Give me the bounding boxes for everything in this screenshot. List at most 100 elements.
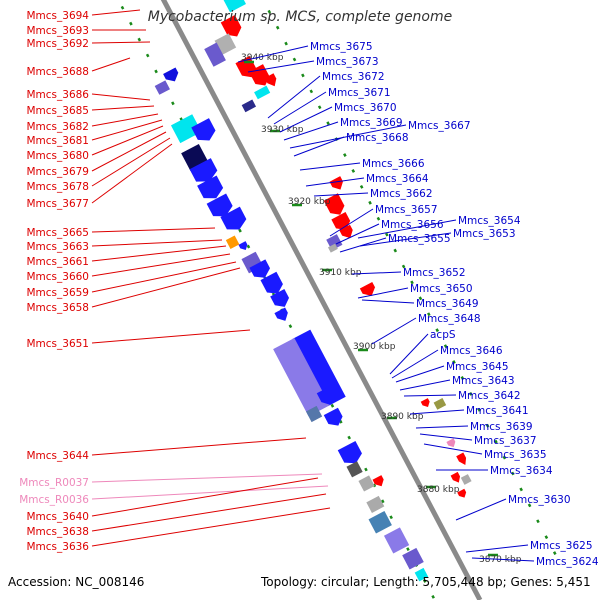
gene-feature-24 — [339, 224, 353, 239]
forward-leader-line — [289, 124, 407, 149]
forward-gene-label: Mmcs_3639 — [470, 421, 533, 433]
forward-leader-line — [313, 192, 369, 197]
reverse-leader-line — [91, 41, 151, 44]
reverse-gene-label: Mmcs_3665 — [26, 227, 89, 239]
gene-feature-9 — [241, 99, 257, 113]
gene-feature-40 — [337, 440, 362, 464]
gene-feature-15 — [189, 158, 218, 182]
gene-feature-39 — [420, 398, 430, 408]
gene-feature-11 — [154, 80, 170, 95]
reverse-gene-label: Mmcs_3659 — [26, 287, 89, 299]
scale-label-3930: 3930 kbp — [261, 125, 304, 135]
forward-gene-label: Mmcs_3645 — [446, 361, 509, 373]
reverse-gene-label: Mmcs_3663 — [26, 241, 89, 253]
forward-gene-label: Mmcs_3670 — [334, 102, 397, 114]
genome-backbone — [160, 0, 483, 600]
forward-gene-label: Mmcs_3675 — [310, 41, 373, 53]
forward-gene-label: Mmcs_3666 — [362, 158, 425, 170]
forward-gene-label: Mmcs_3648 — [418, 313, 481, 325]
gene-feature-38 — [433, 398, 447, 410]
scale-label-3920: 3920 kbp — [288, 197, 331, 207]
reverse-gene-label: Mmcs_R0036 — [19, 494, 89, 506]
forward-leader-line — [361, 299, 415, 304]
gene-feature-45 — [368, 510, 392, 534]
reverse-leader-line — [91, 485, 329, 500]
reverse-gene-label: Mmcs_3682 — [26, 121, 89, 133]
reverse-gene-label: Mmcs_3651 — [26, 338, 89, 350]
reverse-gene-label: Mmcs_3694 — [26, 10, 89, 22]
reverse-leader-line — [91, 93, 151, 101]
reverse-gene-label: Mmcs_3636 — [26, 541, 89, 553]
reverse-leader-line — [91, 9, 141, 16]
reverse-leader-line — [91, 493, 327, 532]
reverse-leader-line — [91, 261, 237, 293]
reverse-gene-label: Mmcs_3661 — [26, 256, 89, 268]
gene-feature-7 — [264, 73, 277, 87]
forward-leader-line — [335, 223, 380, 245]
reverse-gene-label: Mmcs_R0037 — [19, 477, 89, 489]
scale-label-3880: 3880 kbp — [417, 485, 460, 495]
forward-leader-line — [371, 317, 417, 345]
gene-feature-52 — [450, 471, 461, 483]
forward-gene-label: Mmcs_3655 — [388, 233, 451, 245]
forward-gene-label: Mmcs_3653 — [453, 228, 516, 240]
gene-feature-18 — [220, 206, 247, 230]
gene-feature-13 — [191, 118, 216, 141]
forward-gene-label: Mmcs_3646 — [440, 345, 503, 357]
forward-leader-line — [293, 136, 345, 157]
forward-gene-label: Mmcs_3673 — [316, 56, 379, 68]
gene-feature-42 — [358, 475, 375, 492]
forward-leader-line — [403, 394, 457, 397]
forward-leader-line — [273, 91, 327, 125]
gene-feature-8 — [254, 85, 271, 100]
gene-feature-17 — [206, 193, 233, 217]
forward-gene-label: Mmcs_3635 — [484, 449, 547, 461]
scale-label-3890: 3890 kbp — [381, 412, 424, 422]
reverse-leader-line — [91, 239, 223, 247]
forward-leader-line — [237, 45, 309, 63]
forward-leader-line — [351, 271, 402, 275]
reverse-leader-line — [91, 137, 171, 187]
forward-leader-line — [399, 379, 451, 391]
reverse-leader-line — [91, 253, 231, 277]
forward-gene-label: Mmcs_3641 — [466, 405, 529, 417]
forward-gene-label: Mmcs_3669 — [340, 117, 403, 129]
gene-feature-10 — [163, 67, 179, 82]
forward-leader-line — [357, 287, 409, 299]
reverse-leader-line — [91, 245, 227, 262]
forward-gene-label: Mmcs_3637 — [474, 435, 537, 447]
forward-leader-line — [409, 409, 465, 415]
gene-feature-54 — [457, 488, 467, 498]
forward-gene-label: Mmcs_3672 — [322, 71, 385, 83]
forward-gene-label: Mmcs_3630 — [508, 494, 571, 506]
gene-feature-29 — [260, 271, 283, 294]
gene-feature-23 — [331, 212, 351, 230]
forward-leader-line — [471, 557, 535, 562]
gene-feature-35 — [316, 387, 333, 405]
forward-gene-label: Mmcs_3634 — [490, 465, 553, 477]
gene-feature-50 — [446, 438, 456, 448]
forward-leader-line — [423, 443, 483, 455]
forward-gene-label: Mmcs_3671 — [328, 87, 391, 99]
scale-label-3870: 3870 kbp — [479, 555, 522, 565]
topology-text: Topology: circular; Length: 5,705,448 bp… — [261, 575, 591, 589]
reverse-gene-label: Mmcs_3686 — [26, 89, 89, 101]
forward-leader-line — [357, 219, 457, 239]
forward-gene-label: Mmcs_3668 — [346, 132, 409, 144]
forward-leader-line — [267, 75, 321, 119]
forward-leader-line — [415, 425, 469, 429]
reverse-leader-line — [91, 57, 131, 72]
gene-feature-4 — [204, 42, 226, 67]
forward-leader-line — [299, 162, 361, 171]
reverse-gene-label: Mmcs_3681 — [26, 135, 89, 147]
gene-feature-36 — [305, 405, 323, 423]
scale-label-3900: 3900 kbp — [353, 342, 396, 352]
reverse-leader-line — [91, 437, 307, 456]
reverse-leader-line — [91, 507, 331, 547]
gene-feature-31 — [274, 307, 288, 321]
gene-feature-26 — [327, 243, 338, 253]
reverse-gene-label: Mmcs_3688 — [26, 66, 89, 78]
reverse-gene-label: Mmcs_3640 — [26, 511, 89, 523]
forward-leader-line — [455, 498, 507, 521]
